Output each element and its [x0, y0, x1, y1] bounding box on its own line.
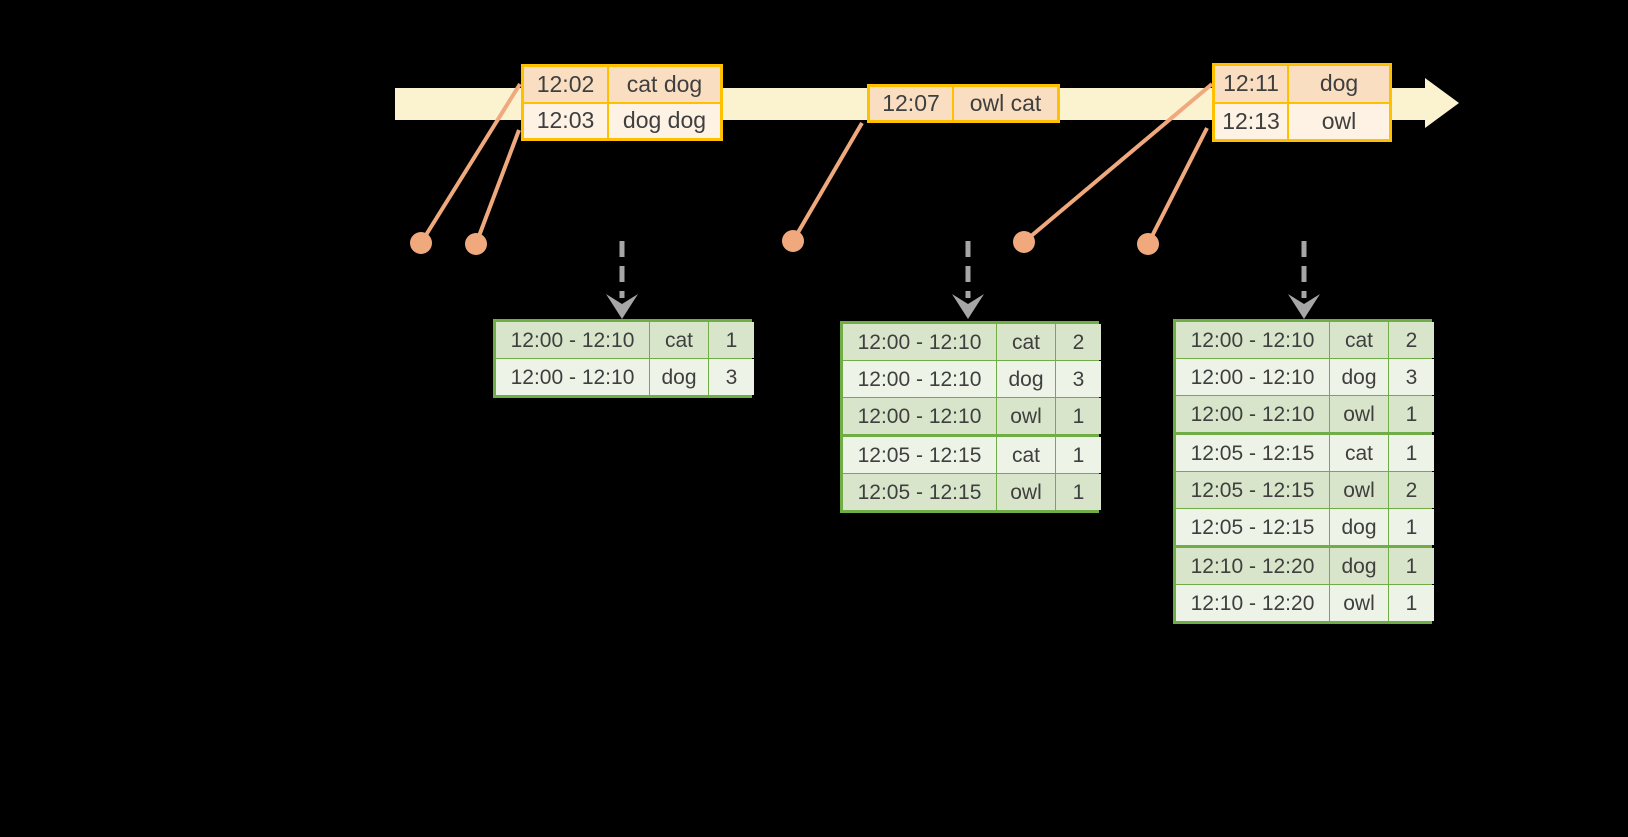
window-cell: 12:10 - 12:20	[1176, 585, 1329, 621]
event-words-cell: cat dog	[609, 67, 720, 102]
event-pointer-line	[419, 82, 522, 245]
event-time-cell: 12:13	[1215, 103, 1287, 139]
event-dot	[410, 232, 432, 254]
event-pointer-line	[1022, 82, 1214, 244]
word-cell: owl	[1330, 585, 1388, 621]
word-cell: cat	[997, 437, 1055, 473]
count-cell: 1	[709, 322, 754, 358]
count-cell: 1	[1389, 585, 1434, 621]
result-row: 12:00 - 12:10 dog 3	[1176, 359, 1434, 395]
event-words-cell: owl	[1289, 103, 1389, 139]
window-cell: 12:00 - 12:10	[1176, 322, 1329, 358]
event-pointer-line	[474, 129, 521, 245]
window-cell: 12:00 - 12:10	[843, 324, 996, 360]
result-table-3: 12:00 - 12:10 cat 2 12:00 - 12:10 dog 3 …	[1173, 319, 1434, 624]
word-cell: dog	[1330, 548, 1388, 584]
event-row: 12:11 dog	[1215, 66, 1389, 102]
count-cell: 1	[1056, 437, 1101, 473]
result-row: 12:05 - 12:15 cat 1	[843, 437, 1101, 473]
result-row: 12:00 - 12:10 dog 3	[496, 359, 754, 395]
event-table-1211: 12:11 dog 12:13 owl	[1212, 63, 1392, 142]
result-row: 12:00 - 12:10 owl 1	[843, 398, 1101, 434]
event-words-cell: owl cat	[954, 87, 1057, 120]
event-words-cell: dog	[1289, 66, 1389, 102]
count-cell: 1	[1389, 435, 1434, 471]
trigger-arrow-icon	[952, 241, 984, 319]
word-cell: dog	[997, 361, 1055, 397]
result-row: 12:10 - 12:20 dog 1	[1176, 548, 1434, 584]
result-table-1: 12:00 - 12:10 cat 1 12:00 - 12:10 dog 3	[493, 319, 754, 398]
event-dot	[1137, 233, 1159, 255]
word-cell: owl	[997, 474, 1055, 510]
trigger-arrow-icon	[606, 241, 638, 319]
word-cell: owl	[1330, 396, 1388, 432]
result-row: 12:05 - 12:15 owl 2	[1176, 472, 1434, 508]
word-cell: cat	[1330, 435, 1388, 471]
result-row: 12:05 - 12:15 cat 1	[1176, 435, 1434, 471]
result-row: 12:00 - 12:10 owl 1	[1176, 396, 1434, 432]
count-cell: 2	[1056, 324, 1101, 360]
word-cell: owl	[1330, 472, 1388, 508]
result-row: 12:05 - 12:15 dog 1	[1176, 509, 1434, 545]
event-pointer-line	[1146, 127, 1209, 245]
count-cell: 1	[1389, 509, 1434, 545]
word-cell: cat	[1330, 322, 1388, 358]
word-cell: dog	[1330, 359, 1388, 395]
event-time-cell: 12:07	[870, 87, 952, 120]
event-time-cell: 12:03	[524, 103, 607, 138]
window-cell: 12:00 - 12:10	[843, 361, 996, 397]
result-row: 12:10 - 12:20 owl 1	[1176, 585, 1434, 621]
event-time-cell: 12:11	[1215, 66, 1287, 102]
event-table-1202: 12:02 cat dog 12:03 dog dog	[521, 64, 723, 141]
event-row: 12:03 dog dog	[524, 103, 720, 138]
window-cell: 12:10 - 12:20	[1176, 548, 1329, 584]
window-cell: 12:00 - 12:10	[1176, 396, 1329, 432]
event-dot	[1013, 231, 1035, 253]
window-cell: 12:05 - 12:15	[1176, 472, 1329, 508]
event-row: 12:07 owl cat	[870, 87, 1057, 120]
word-cell: owl	[997, 398, 1055, 434]
count-cell: 1	[1389, 548, 1434, 584]
event-dot	[782, 230, 804, 252]
result-row: 12:00 - 12:10 dog 3	[843, 361, 1101, 397]
result-row: 12:05 - 12:15 owl 1	[843, 474, 1101, 510]
count-cell: 1	[1056, 474, 1101, 510]
result-table-2: 12:00 - 12:10 cat 2 12:00 - 12:10 dog 3 …	[840, 321, 1101, 513]
window-cell: 12:05 - 12:15	[843, 474, 996, 510]
word-cell: dog	[650, 359, 708, 395]
window-cell: 12:00 - 12:10	[843, 398, 996, 434]
count-cell: 2	[1389, 472, 1434, 508]
count-cell: 3	[709, 359, 754, 395]
window-cell: 12:00 - 12:10	[496, 359, 649, 395]
event-time-cell: 12:02	[524, 67, 607, 102]
event-pointer-line	[791, 121, 864, 243]
event-row: 12:13 owl	[1215, 103, 1389, 139]
window-cell: 12:00 - 12:10	[496, 322, 649, 358]
window-cell: 12:05 - 12:15	[843, 437, 996, 473]
word-cell: cat	[650, 322, 708, 358]
trigger-arrow-icon	[1288, 241, 1320, 319]
count-cell: 2	[1389, 322, 1434, 358]
event-words-cell: dog dog	[609, 103, 720, 138]
count-cell: 1	[1056, 398, 1101, 434]
timeline-arrowhead-icon	[1425, 78, 1459, 128]
count-cell: 3	[1389, 359, 1434, 395]
count-cell: 3	[1056, 361, 1101, 397]
event-row: 12:02 cat dog	[524, 67, 720, 102]
word-cell: cat	[997, 324, 1055, 360]
result-row: 12:00 - 12:10 cat 1	[496, 322, 754, 358]
window-cell: 12:05 - 12:15	[1176, 435, 1329, 471]
word-cell: dog	[1330, 509, 1388, 545]
event-table-1207: 12:07 owl cat	[867, 84, 1060, 123]
result-row: 12:00 - 12:10 cat 2	[843, 324, 1101, 360]
window-cell: 12:05 - 12:15	[1176, 509, 1329, 545]
window-cell: 12:00 - 12:10	[1176, 359, 1329, 395]
result-row: 12:00 - 12:10 cat 2	[1176, 322, 1434, 358]
count-cell: 1	[1389, 396, 1434, 432]
event-dot	[465, 233, 487, 255]
